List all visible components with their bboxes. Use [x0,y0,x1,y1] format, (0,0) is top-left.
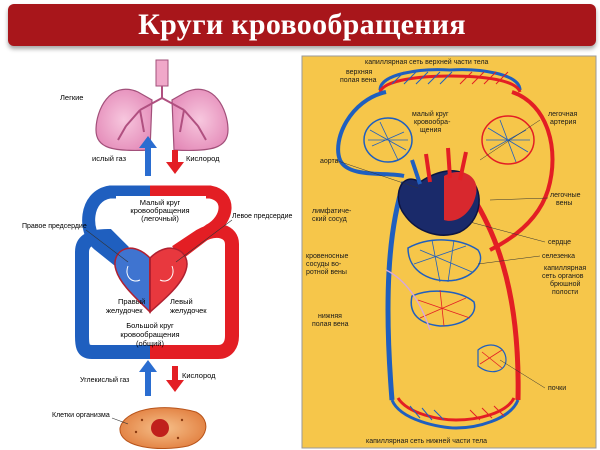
lymph-label-1: лимфатиче- [312,208,352,215]
lungs-label: Легкие [60,93,83,102]
portal-label-2: сосуды во- [306,261,342,268]
small-circle-line1: Малый круг [140,198,181,207]
lymph-label-2: ский сосуд [312,215,347,223]
small-circle-label-3: щения [420,127,441,134]
aorta-label: аорта [320,158,339,165]
heart-illustration [397,147,480,236]
gas-exchange-arrows-top [139,136,184,176]
lungs-illustration [95,59,229,152]
left-ventricle-label-1: Левый [170,297,193,306]
upper-body-capillaries [378,68,522,93]
lower-body-capillaries [390,344,520,430]
lung-capillaries [363,115,535,165]
abdominal-capillaries [385,239,482,331]
cells-label: Клетки организма [52,412,110,419]
pulmonary-veins-label-1: легочные [550,192,581,199]
abdominal-label-2: сеть органов [542,273,584,280]
co2-label-top: ислый газ [92,154,127,163]
pulmonary-artery-label-1: легочная [548,111,578,118]
oxygen-label-bottom: Кислород [182,371,216,380]
left-atrium-label: Левое предсердие [232,213,292,220]
small-circle-label-1: малый круг [412,110,449,118]
right-ventricle-label-1: Правый [118,297,145,306]
labels: капиллярная сеть верхней части тела верх… [306,58,586,445]
small-circle-label-2: кровообра- [414,118,451,126]
ivc-label-2: полая вена [312,321,349,328]
right-atrium-label: Правое предсердие [22,223,87,230]
left-ventricle-label-2: желудочек [170,306,207,315]
title-banner: Круги кровообращения [8,4,596,46]
heart-illustration [114,247,188,314]
oxygen-label-top: Кислород [186,154,220,163]
small-circle-line3: (легочный) [141,214,179,223]
spleen-label: селезенка [542,253,575,260]
small-circle-line2: кровообращения [130,206,189,215]
circulatory-system-illustration: капиллярная сеть верхней части тела верх… [301,55,597,449]
heart-label: сердце [548,239,571,246]
abdominal-label-1: капиллярная [544,265,586,272]
page-title: Круги кровообращения [138,8,466,41]
kidneys-label: почки [548,385,566,392]
circulation-schematic: Легкие ислый газ Кислород Малый круг кро… [22,59,292,450]
pulmonary-artery-label-2: артерия [550,119,576,126]
body-cell-illustration [119,407,207,450]
big-circle-line2: кровообращения [120,330,179,339]
svc-label-2: полая вена [340,77,377,84]
abdominal-label-3: брюшной [550,280,581,288]
pulmonary-veins-label-2: вены [556,200,572,207]
portal-label-1: кровеносные [306,253,349,260]
big-circle-line3: (общий) [136,339,165,348]
leader-lines [334,119,549,389]
svc-label-1: верхняя [346,69,373,76]
top-capillary-label: капиллярная сеть верхней части тела [365,58,489,66]
systemic-circuit [75,223,239,359]
co2-label-bottom: Углекислый газ [80,376,129,384]
portal-label-3: ротной вены [306,268,347,276]
right-ventricle-label-2: желудочек [106,306,143,315]
ivc-label-1: нижняя [318,313,342,320]
gas-exchange-arrows-bottom [139,360,184,396]
bottom-capillary-label: капиллярная сеть нижней части тела [366,437,487,445]
big-circle-line1: Большой круг [126,321,174,330]
abdominal-label-4: полости [552,289,578,296]
